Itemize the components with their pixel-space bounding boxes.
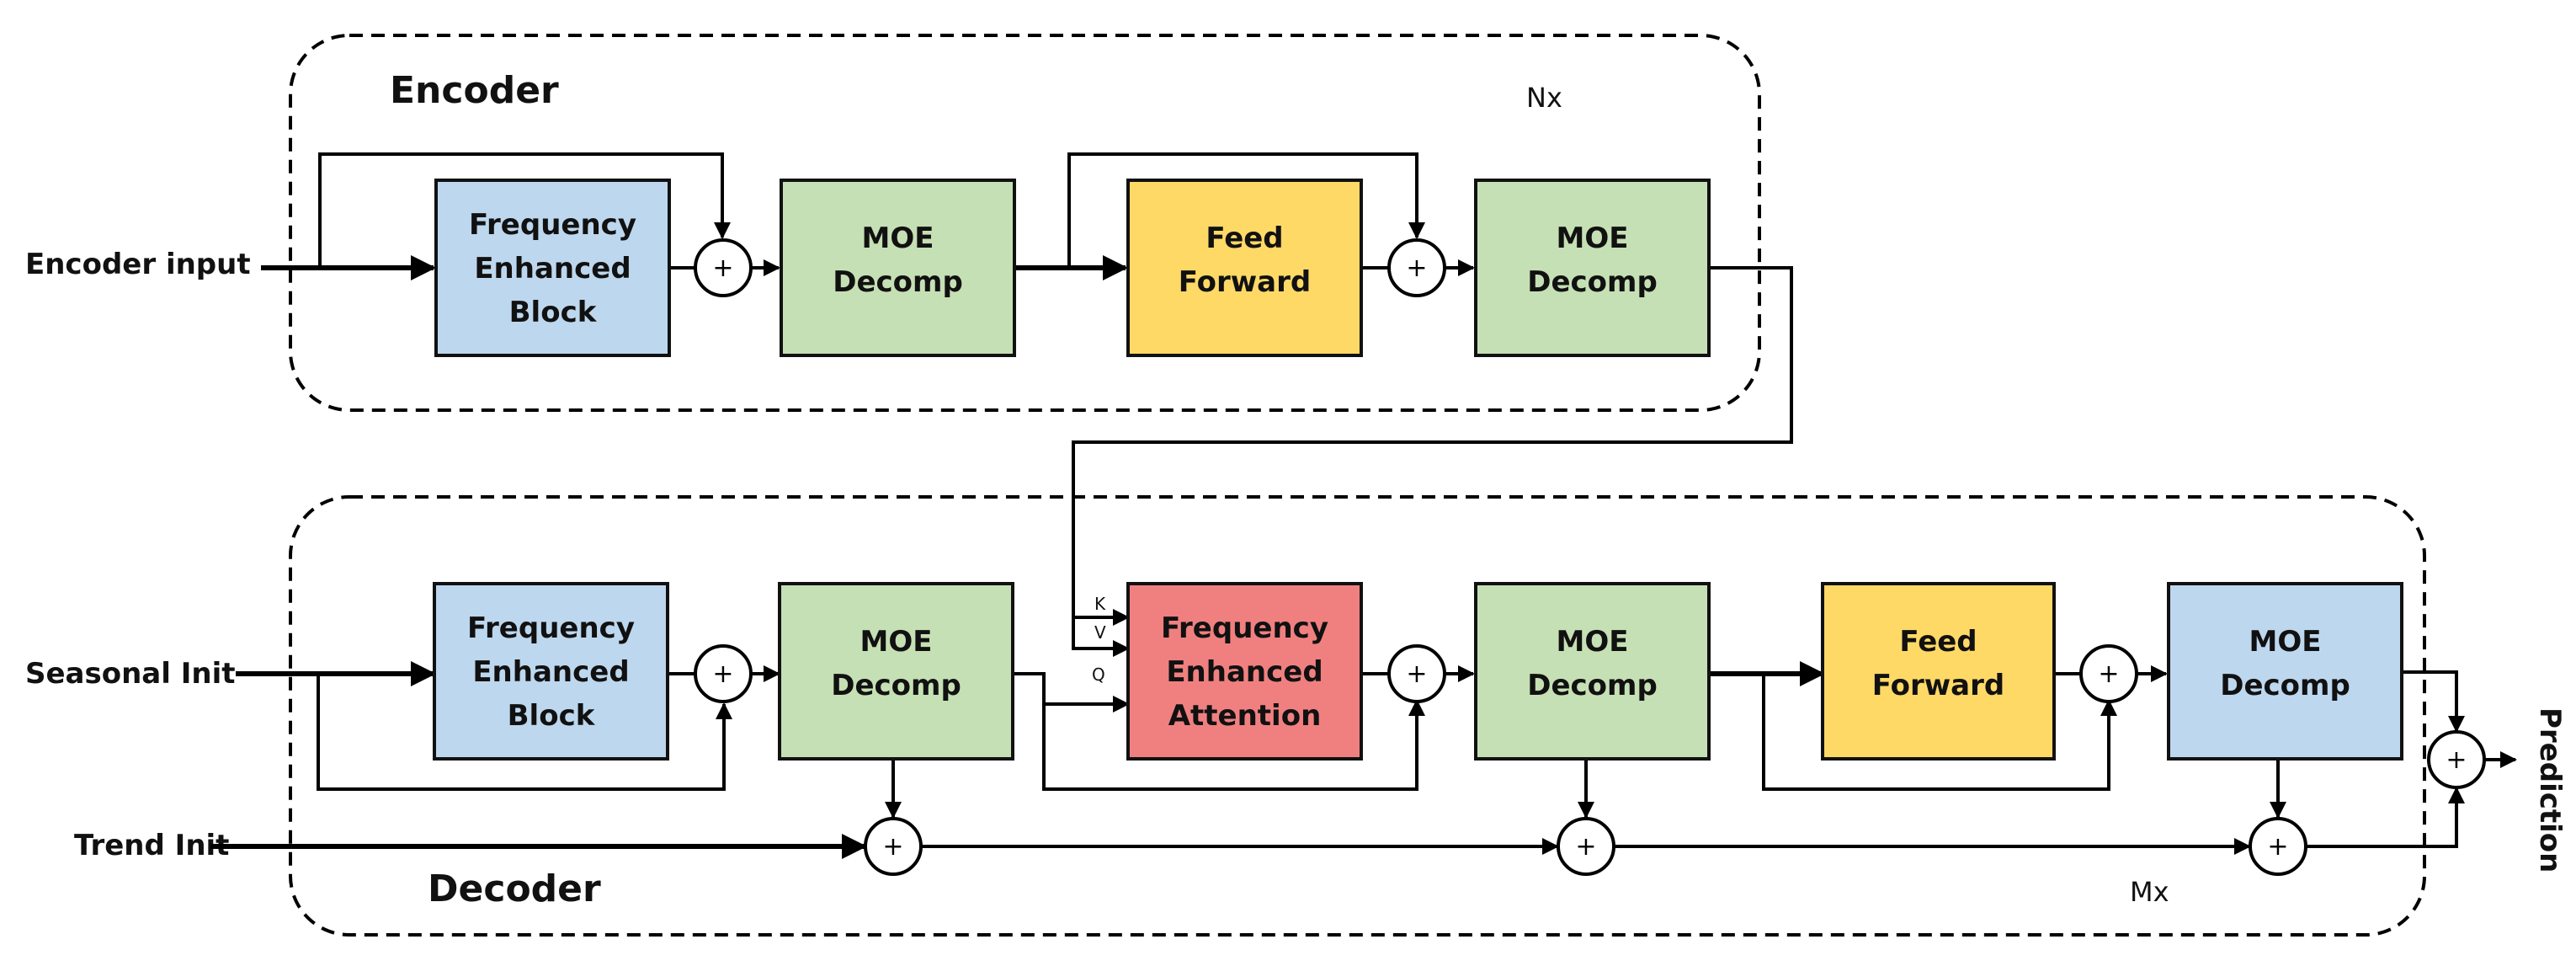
dec-trend-sum-3-circle <box>2249 817 2307 876</box>
blocks-layer: FrequencyEnhancedBlockMOEDecompFeedForwa… <box>433 179 2403 761</box>
enc-sum-2-circle <box>1387 238 1446 297</box>
dec-feb-label-line: Block <box>508 699 596 733</box>
enc-feb-label-line: Enhanced <box>474 252 631 286</box>
dec-trend-sum-1-circle <box>864 817 923 876</box>
dec-trend-sum-3-plus-symbol: + <box>2267 832 2288 862</box>
encoder-repeat-label: Nx <box>1526 82 1562 114</box>
summation-nodes-layer: + + + + + + + + + <box>694 238 2486 876</box>
dec-trend-sum-2-circle <box>1557 817 1615 876</box>
enc-moe2-label-line: Decomp <box>1527 265 1658 299</box>
decoder-title: Decoder <box>428 867 601 910</box>
port-label-v: V <box>1094 622 1106 643</box>
dec-moe1-box <box>778 582 1014 761</box>
dec-sum-2-plus-symbol: + <box>1406 659 1427 689</box>
dec-moe3-block: MOE Decomp <box>2167 582 2403 761</box>
enc-sum-2: + <box>1387 238 1446 297</box>
dec-sum-2-circle <box>1387 644 1446 703</box>
dec-feb-box <box>433 582 669 761</box>
dec-feb-label-line: Frequency <box>467 611 635 645</box>
enc-moe1-block: MOE Decomp <box>780 179 1016 357</box>
decoder-wires <box>210 661 2517 859</box>
dec-fea-box <box>1126 582 1363 761</box>
seasonal-init-label: Seasonal Init <box>25 657 236 691</box>
prediction-sum-plus-symbol: + <box>2446 745 2467 775</box>
dec-sum-3-plus-symbol: + <box>2098 659 2119 689</box>
enc-moe1-label-line: Decomp <box>833 265 963 299</box>
dec-ff-box <box>1821 582 2056 761</box>
dec-sum-1-plus-symbol: + <box>712 659 733 689</box>
enc-ff-box <box>1126 179 1363 357</box>
enc-moe2-block: MOE Decomp <box>1474 179 1711 357</box>
dec-moe2-box <box>1474 582 1711 761</box>
dec-trend-sum-1-plus-symbol: + <box>882 832 903 862</box>
dec-trend-sum-2: + <box>1557 817 1615 876</box>
prediction-sum-circle <box>2427 730 2486 789</box>
encoder-input-label: Encoder input <box>25 248 251 281</box>
enc-moe1-box <box>780 179 1016 357</box>
port-label-k: K <box>1094 594 1106 614</box>
enc-sum-1-plus-symbol: + <box>712 254 733 283</box>
enc-sum-2-plus-symbol: + <box>1406 254 1427 283</box>
dec-fea-label-line: Frequency <box>1161 611 1328 645</box>
dec-trend-sum-2-plus-symbol: + <box>1575 832 1596 862</box>
enc-sum-1-circle <box>694 238 753 297</box>
dec-moe1-label-line: Decomp <box>831 669 961 702</box>
dec-ff-label-line: Forward <box>1872 669 2004 702</box>
dec-moe3-box <box>2167 582 2403 761</box>
enc-feb-box <box>434 179 671 357</box>
enc-ff-label-line: Feed <box>1206 221 1283 255</box>
encoder-wires <box>261 152 1793 657</box>
enc-feb-label-line: Frequency <box>469 208 636 242</box>
dec-sum-3: + <box>2079 644 2138 703</box>
enc-feb-label-line: Block <box>509 296 598 329</box>
enc-moe2-label-line: MOE <box>1557 221 1629 255</box>
enc-moe1-label-line: MOE <box>862 221 934 255</box>
enc-ff-label-line: Forward <box>1179 265 1311 299</box>
dec-fea-label-line: Enhanced <box>1166 655 1323 689</box>
dec-sum-3-circle <box>2079 644 2138 703</box>
prediction-sum: + <box>2427 730 2486 789</box>
dec-moe2-label-line: Decomp <box>1527 669 1658 702</box>
dec-trend-sum-1: + <box>864 817 923 876</box>
dec-trend-sum-3: + <box>2249 817 2307 876</box>
dec-sum-1-circle <box>694 644 753 703</box>
dec-moe3-label-line: MOE <box>2249 625 2322 659</box>
port-label-q: Q <box>1092 664 1105 685</box>
dec-moe2-label-line: MOE <box>1557 625 1629 659</box>
dec-moe2-block: MOE Decomp <box>1474 582 1711 761</box>
decoder-repeat-label: Mx <box>2130 876 2169 908</box>
dec-ff-label-line: Feed <box>1899 625 1977 659</box>
enc-sum-1: + <box>694 238 753 297</box>
enc-moe2-box <box>1474 179 1711 357</box>
dec-moe1-label-line: MOE <box>860 625 933 659</box>
trend-init-label: Trend Init <box>74 829 229 862</box>
decoder-group-frame <box>289 495 2426 937</box>
prediction-label: Prediction <box>2533 707 2567 873</box>
encoder-title: Encoder <box>390 69 559 112</box>
dec-sum-2: + <box>1387 644 1446 703</box>
dec-moe1-block: MOE Decomp <box>778 582 1014 761</box>
dec-fea-label-line: Attention <box>1168 699 1322 733</box>
dec-moe3-label-line: Decomp <box>2220 669 2350 702</box>
dec-sum-1: + <box>694 644 753 703</box>
dec-feb-label-line: Enhanced <box>472 655 629 689</box>
